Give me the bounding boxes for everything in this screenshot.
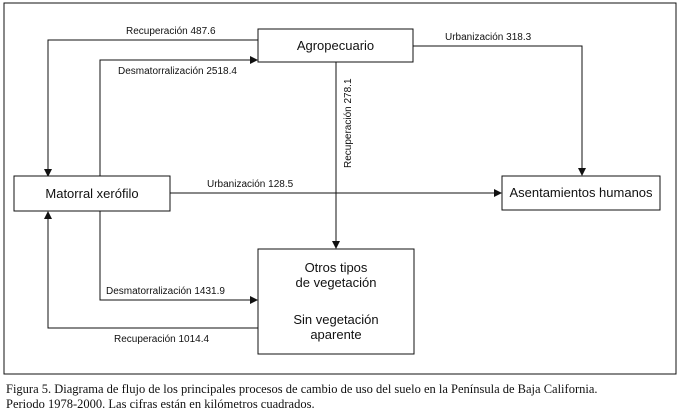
node-otros-sin-vegetacion: Otros tipos de vegetación Sin vegetación… bbox=[257, 248, 415, 355]
node-otros-label-line2: de vegetación bbox=[296, 275, 377, 290]
edge-urbanizacion-128: Urbanización 128.5 bbox=[170, 179, 502, 197]
edge-label-recuperacion-278: Recuperación 278.1 bbox=[343, 78, 354, 168]
figure-caption: Figura 5. Diagrama de flujo de los princ… bbox=[6, 382, 678, 412]
figure-caption-line2: Periodo 1978-2000. Las cifras están en k… bbox=[6, 397, 315, 411]
edge-label-recuperacion-1014: Recuperación 1014.4 bbox=[114, 334, 210, 345]
edge-label-recuperacion-487: Recuperación 487.6 bbox=[126, 26, 216, 37]
figure-caption-line1: Figura 5. Diagrama de flujo de los princ… bbox=[6, 382, 598, 396]
edge-urbanizacion-318: Urbanización 318.3 bbox=[413, 32, 586, 176]
edge-recuperacion-487: Recuperación 487.6 bbox=[44, 26, 258, 177]
node-otros-label-line1: Otros tipos bbox=[305, 260, 368, 275]
edge-recuperacion-278: Recuperación 278.1 bbox=[332, 62, 354, 249]
node-matorral-label: Matorral xerófilo bbox=[45, 186, 138, 201]
edge-recuperacion-1014: Recuperación 1014.4 bbox=[44, 211, 258, 345]
node-sin-label-line1: Sin vegetación bbox=[293, 312, 378, 327]
edge-desmatorralizacion-1431: Desmatorralización 1431.9 bbox=[99, 211, 258, 304]
node-asentamientos-humanos: Asentamientos humanos bbox=[501, 175, 661, 211]
diagram-frame bbox=[3, 2, 677, 375]
node-agropecuario: Agropecuario bbox=[257, 28, 414, 63]
node-matorral-xerofilo: Matorral xerófilo bbox=[13, 175, 171, 212]
node-sin-label-line2: aparente bbox=[310, 327, 361, 342]
edge-label-desmatorralizacion-2518: Desmatorralización 2518.4 bbox=[118, 66, 237, 77]
edge-label-desmatorralizacion-1431: Desmatorralización 1431.9 bbox=[106, 286, 225, 297]
edge-label-urbanizacion-318: Urbanización 318.3 bbox=[445, 32, 532, 43]
edge-desmatorralizacion-2518: Desmatorralización 2518.4 bbox=[99, 56, 258, 176]
node-agropecuario-label: Agropecuario bbox=[297, 38, 374, 53]
node-asentamientos-label: Asentamientos humanos bbox=[509, 185, 653, 200]
edge-label-urbanizacion-128: Urbanización 128.5 bbox=[207, 179, 294, 190]
